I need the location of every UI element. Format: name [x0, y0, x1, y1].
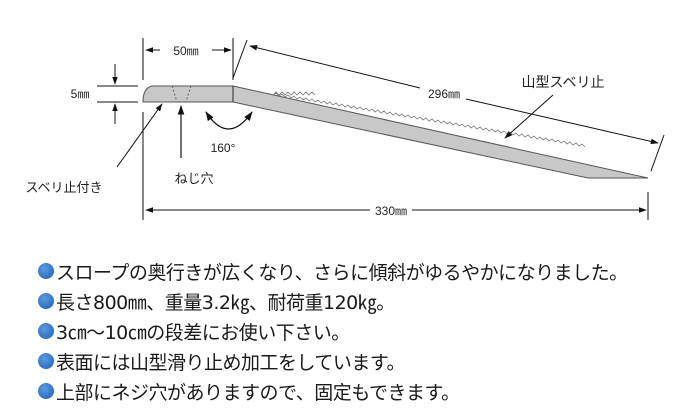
feature-text: 3㎝～10㎝の段差にお使い下さい。: [56, 321, 350, 344]
label-plate-length: 50㎜: [173, 44, 198, 58]
callout-screw-hole: ねじ穴: [174, 105, 214, 186]
feature-text: 長さ800㎜、重量3.2㎏、耐荷重120㎏。: [56, 291, 395, 314]
label-slope-length: 296㎜: [428, 87, 460, 101]
feature-item: 長さ800㎜、重量3.2㎏、耐荷重120㎏。: [38, 286, 628, 316]
label-total-length: 330㎜: [375, 204, 407, 218]
ridge-teeth-line: [272, 92, 586, 148]
bullet-icon: [38, 263, 54, 279]
screw-hole-outline: [171, 85, 192, 103]
label-ridge-anti-slip: 山型スベリ止: [521, 74, 604, 90]
label-thickness: 5㎜: [71, 87, 90, 101]
feature-text: 表面には山型滑り止め加工をしています。: [56, 351, 406, 374]
bullet-icon: [38, 293, 54, 309]
feature-item: 3㎝～10㎝の段差にお使い下さい。: [38, 316, 628, 346]
bullet-icon: [38, 353, 54, 369]
ramp-diagram: 50㎜ 5㎜ 296㎜ 330㎜ 160° スベリ止付き ねじ穴: [25, 38, 665, 220]
feature-text: 上部にネジ穴がありますので、固定もできます。: [56, 381, 460, 404]
ridge-teeth: [272, 91, 316, 96]
callout-ridge-anti-slip: 山型スベリ止: [504, 74, 605, 139]
ramp-shape: [142, 85, 649, 179]
feature-list: スロープの奥行きが広くなり、さらに傾斜がゆるやかになりました。 長さ800㎜、重…: [38, 256, 628, 406]
dimension-thickness: 5㎜: [71, 64, 138, 124]
angle-indicator: 160°: [205, 111, 253, 155]
label-screw-hole: ねじ穴: [174, 171, 213, 186]
dimension-total-length: 330㎜: [142, 112, 649, 220]
feature-text: スロープの奥行きが広くなり、さらに傾斜がゆるやかになりました。: [56, 261, 628, 284]
dimension-slope-length: 296㎜: [232, 39, 665, 172]
feature-item: スロープの奥行きが広くなり、さらに傾斜がゆるやかになりました。: [38, 256, 628, 286]
label-anti-slip-edge: スベリ止付き: [25, 180, 102, 195]
bullet-icon: [38, 323, 54, 339]
bullet-icon: [38, 383, 54, 399]
callout-anti-slip-edge: スベリ止付き: [25, 103, 163, 195]
dimension-plate-length: 50㎜: [142, 38, 234, 80]
label-angle: 160°: [211, 141, 236, 155]
feature-item: 表面には山型滑り止め加工をしています。: [38, 346, 628, 376]
feature-item: 上部にネジ穴がありますので、固定もできます。: [38, 376, 628, 406]
